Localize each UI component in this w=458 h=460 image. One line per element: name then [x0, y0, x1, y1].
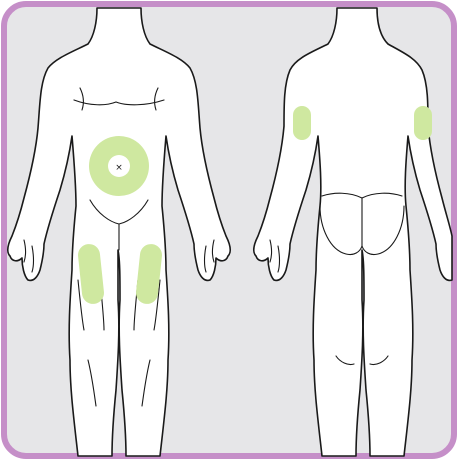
navel-mark: × [115, 163, 123, 173]
left-upper-arm-injection-site [293, 106, 311, 140]
right-upper-arm-injection-site [414, 106, 432, 140]
